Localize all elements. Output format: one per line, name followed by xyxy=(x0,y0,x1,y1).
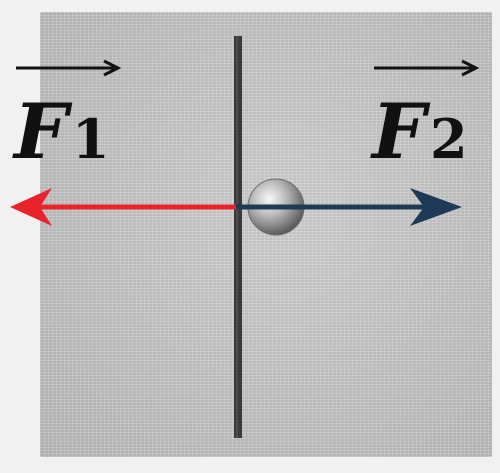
force2-label: F2 xyxy=(370,59,480,176)
force1-symbol: F xyxy=(12,87,73,176)
photo-background xyxy=(40,12,492,457)
force1-arrow xyxy=(10,188,238,226)
svg-text:F1: F1 xyxy=(12,87,110,176)
force2-arrow xyxy=(236,188,462,226)
force1-subscript: 1 xyxy=(72,107,110,171)
force1-label: F1 xyxy=(12,59,122,176)
svg-text:F2: F2 xyxy=(370,87,468,176)
force2-symbol: F xyxy=(370,87,431,176)
force2-subscript: 2 xyxy=(430,107,468,171)
